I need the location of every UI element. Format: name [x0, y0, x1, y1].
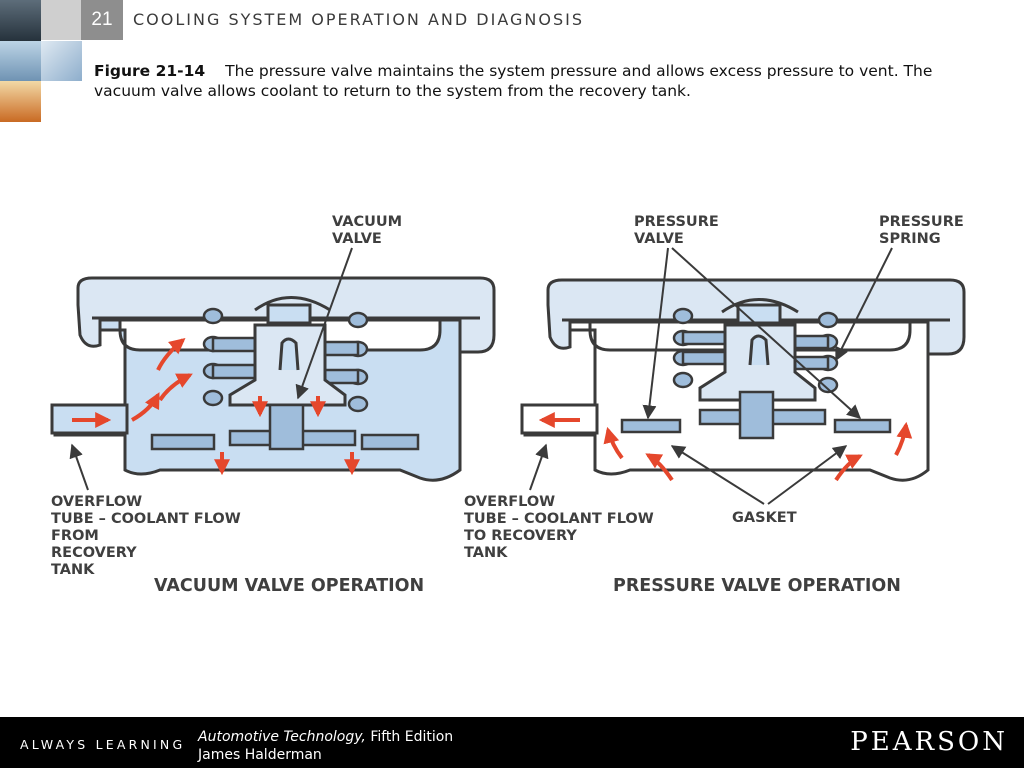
gasket-leader-1 [670, 445, 765, 505]
lower-gasket-left [150, 433, 216, 451]
engine-part-thumbnail-image [41, 41, 82, 81]
pressure-valve-head [738, 390, 775, 440]
overflow-tube-leader-right [529, 443, 549, 491]
overflow-tube-leader-left [69, 443, 89, 491]
vacuum-valve-leader [295, 247, 353, 400]
vacuum-valve-operation-title: VACUUM VALVE OPERATION [154, 576, 424, 596]
vacuum-valve-head [268, 403, 305, 451]
chapter-title: COOLING SYSTEM OPERATION AND DIAGNOSIS [133, 10, 584, 29]
figure-caption-text: The pressure valve maintains the system … [94, 62, 933, 100]
pressure-valve-label: PRESSURE VALVE [634, 214, 724, 247]
pressure-valve-operation-title: PRESSURE VALVE OPERATION [613, 576, 901, 596]
coolant-flow-arrows [72, 337, 360, 476]
overflow-tube [50, 403, 129, 435]
book-title: Automotive Technology, [198, 729, 366, 745]
gasket-label: GASKET [732, 510, 797, 526]
footer-bar: ALWAYS LEARNING Automotive Technology, F… [0, 717, 1024, 768]
gasket-leader-2 [767, 445, 848, 505]
pressure-valve-leader-1 [642, 247, 669, 420]
figure-label: Figure 21-14 [94, 62, 206, 80]
pressure-spring-leader [835, 247, 893, 362]
gasket-left [620, 418, 682, 434]
gasket-right [833, 418, 892, 434]
valve-stem-cap [266, 303, 312, 325]
pressure-spring-left-right-view [672, 307, 730, 389]
pearson-logo: PEARSON [850, 727, 1008, 757]
coolant-flow-arrows-right [538, 412, 913, 482]
pressure-spring-label: PRESSURE SPRING [879, 214, 969, 247]
overflow-tube-label-left: OVERFLOW TUBE – COOLANT FLOW FROM RECOVE… [51, 494, 246, 578]
sports-car-thumbnail-image [0, 81, 41, 122]
vacuum-valve-illustration [50, 247, 496, 491]
chapter-number: 21 [81, 0, 123, 40]
vacuum-valve-label: VACUUM VALVE [332, 214, 407, 247]
valve-stem [278, 337, 300, 371]
book-edition: Fifth Edition [365, 729, 454, 745]
overflow-tube-label-right: OVERFLOW TUBE – COOLANT FLOW TO RECOVERY… [464, 494, 659, 561]
gear-thumbnail-image [0, 41, 41, 81]
valve-stem-right [748, 334, 770, 366]
header-gray-block [41, 0, 81, 40]
lower-gasket-right [360, 433, 420, 451]
book-credit: Automotive Technology, Fifth Edition Jam… [198, 728, 453, 764]
car-thumbnail-image [0, 0, 41, 41]
header-thumbnails [0, 0, 41, 122]
pressure-valve-illustration [520, 247, 966, 505]
pressure-valve-leader-2 [671, 247, 862, 419]
book-author: James Halderman [198, 747, 322, 763]
always-learning-slogan: ALWAYS LEARNING [20, 737, 186, 752]
radiator-cap-diagram: VACUUM VALVE OVERFLOW TUBE – COOLANT FLO… [50, 214, 969, 596]
overflow-tube-right [520, 403, 599, 435]
